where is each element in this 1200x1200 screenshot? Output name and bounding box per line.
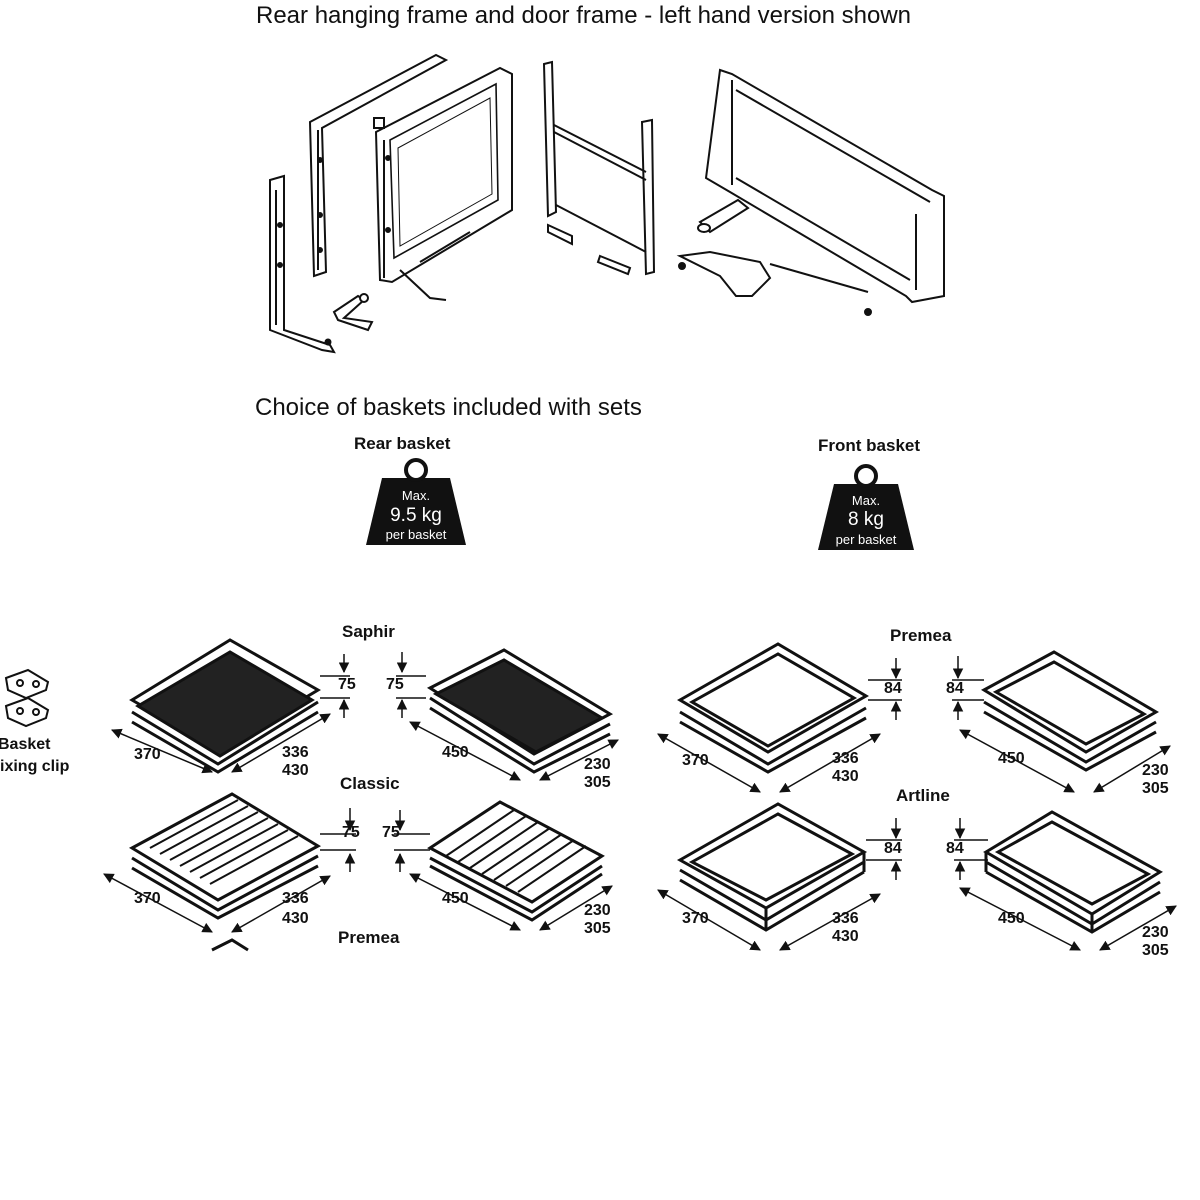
dim-classic-a-depth1: 336 [282, 890, 309, 907]
dim-premea-b-height: 84 [946, 680, 964, 697]
dim-classic-b-height: 75 [382, 824, 400, 841]
dim-premea-b-width: 450 [998, 750, 1025, 767]
dim-saphir-b-depth2: 305 [584, 774, 611, 791]
dim-artline-a-depth2: 430 [832, 928, 859, 945]
fixing-clip-label-2: ixing clip [0, 758, 70, 775]
dim-classic-b-depth2: 305 [584, 920, 611, 937]
dim-artline-a-width: 370 [682, 910, 709, 927]
dim-premea-a-depth2: 430 [832, 768, 859, 785]
front-weight-per: per basket [836, 532, 897, 547]
series-label-saphir: Saphir [342, 622, 395, 641]
weight-icon-front [818, 464, 914, 550]
bracket-part [697, 198, 750, 234]
dim-classic-b-depth1: 230 [584, 902, 611, 919]
rear-basket-title: Rear basket [354, 434, 451, 453]
swing-lever [676, 250, 872, 316]
side-rail-left [269, 174, 336, 354]
dim-saphir-a-width: 370 [134, 746, 161, 763]
rear-weight-max: Max. [402, 488, 430, 503]
series-label-artline: Artline [896, 786, 950, 805]
dim-classic-a-depth2: 430 [282, 910, 309, 927]
shelf-frame [704, 68, 945, 304]
dim-premea-a-depth1: 336 [832, 750, 859, 767]
dim-premea-b-depth1: 230 [1142, 762, 1169, 779]
rear-weight-per: per basket [386, 527, 447, 542]
dim-artline-a-depth1: 336 [832, 910, 859, 927]
hinge-arm [332, 293, 374, 332]
series-label-classic: Classic [340, 774, 400, 793]
dim-artline-b-height: 84 [946, 840, 964, 857]
front-weight-max: Max. [852, 493, 880, 508]
heading-hanging-frame: Rear hanging frame and door frame - left… [256, 2, 912, 29]
dim-artline-b-width: 450 [998, 910, 1025, 927]
dim-premea-a-width: 370 [682, 752, 709, 769]
series-label-premea-left: Premea [338, 928, 400, 947]
premea-basket-a [677, 642, 869, 774]
dim-saphir-a-height: 75 [338, 676, 356, 693]
dim-premea-a-height: 84 [884, 680, 902, 697]
dim-classic-b-width: 450 [442, 890, 469, 907]
weight-icon-rear [366, 458, 466, 545]
front-weight-value: 8 kg [848, 509, 884, 530]
front-basket-title: Front basket [818, 436, 921, 455]
dim-artline-a-height: 84 [884, 840, 902, 857]
fixing-clip-label-1: Basket [0, 736, 51, 753]
dim-artline-b-depth2: 305 [1142, 942, 1169, 959]
dim-premea-b-depth2: 305 [1142, 780, 1169, 797]
fixing-clip-icon [4, 668, 50, 728]
premea-partial-basket [211, 938, 249, 952]
rear-weight-value: 9.5 kg [390, 505, 442, 526]
door-frame [373, 66, 513, 301]
heading-baskets-choice: Choice of baskets included with sets [255, 394, 642, 421]
dim-saphir-a-depth2: 430 [282, 762, 309, 779]
dim-artline-b-depth1: 230 [1142, 924, 1169, 941]
dim-saphir-a-depth1: 336 [282, 744, 309, 761]
dim-saphir-b-height: 75 [386, 676, 404, 693]
dimension-lines [103, 652, 1177, 951]
dim-saphir-b-depth1: 230 [584, 756, 611, 773]
middle-frame [542, 60, 656, 276]
series-label-premea-right: Premea [890, 626, 952, 645]
dim-saphir-b-width: 450 [442, 744, 469, 761]
dim-classic-a-width: 370 [134, 890, 161, 907]
rear-post-panel [308, 53, 449, 278]
dim-classic-a-height: 75 [342, 824, 360, 841]
